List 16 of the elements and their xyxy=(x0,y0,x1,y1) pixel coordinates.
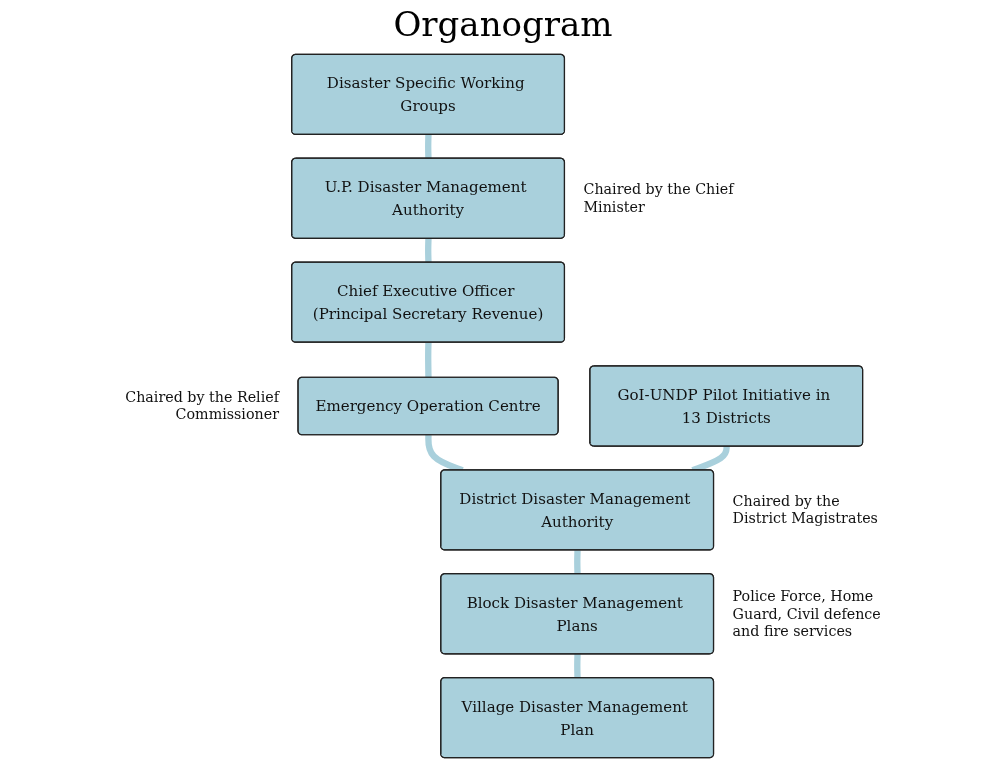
process-box: U.P. Disaster Management Authority xyxy=(291,157,566,239)
process-box: Emergency Operation Centre xyxy=(297,376,559,436)
connector-line xyxy=(425,341,432,378)
process-box: District Disaster Management Authority xyxy=(440,469,715,551)
diagram-title: Organogram xyxy=(392,4,614,46)
connector-line xyxy=(425,133,432,160)
annotation-text: Chaired by the Relief Commissioner xyxy=(125,389,279,423)
process-box: Village Disaster Management Plan xyxy=(440,676,715,759)
process-box: Block Disaster Management Plans xyxy=(440,573,715,655)
process-box: Chief Executive Officer (Principal Secretary Revenue) xyxy=(291,261,566,343)
annotation-text: Chaired by the Chief Minister xyxy=(583,181,734,215)
annotation-text: Police Force, Home Guard, Civil defence and fire services xyxy=(732,588,881,639)
process-box: Disaster Specific Working Groups xyxy=(291,53,566,136)
annotation-text: Chaired by the District Magistrates xyxy=(732,492,878,527)
connector-line xyxy=(425,237,432,264)
process-box: GoI-UNDP Pilot Initiative in 13 Districts xyxy=(589,365,864,447)
